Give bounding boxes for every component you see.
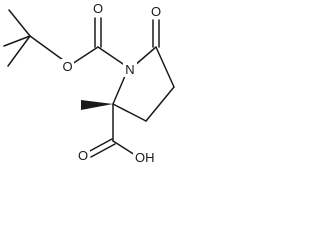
stereo-wedge-methyl <box>81 100 113 110</box>
chemical-structure-diagram: O O N O O OH <box>3 1 175 165</box>
atom-label-boc-ester-oxygen: O <box>62 59 72 74</box>
bond-tbu-methyl-left <box>3 35 31 47</box>
bond-ring-lactam-to-ch2 <box>155 46 175 88</box>
bond-carbonyl-to-nitrogen <box>97 46 127 67</box>
atom-label-ring-nitrogen: N <box>125 62 134 77</box>
bond-tbu-methyl-bottom <box>7 35 31 67</box>
bond-acid-carbonyl-double-1 <box>87 138 113 153</box>
atom-label-acid-carbonyl-oxygen: O <box>78 148 88 163</box>
bond-ester-oxygen-to-carbonyl <box>71 46 99 65</box>
bond-acid-carbonyl-double-2 <box>90 143 116 158</box>
bond-acid-carbon-to-hydroxyl <box>112 140 136 156</box>
atom-label-acid-hydroxyl: OH <box>135 150 155 165</box>
atom-label-lactam-oxygen: O <box>151 4 161 19</box>
bond-nitrogen-to-lactam-carbon <box>133 46 157 67</box>
atom-label-boc-carbonyl-oxygen: O <box>93 1 103 16</box>
bond-tbu-methyl-top <box>8 9 31 37</box>
bond-ring-ch2-to-ch2 <box>145 86 175 122</box>
bond-ring-ch2-to-quaternary <box>112 103 147 122</box>
bond-tbu-to-ester-oxygen <box>29 35 64 61</box>
bond-quaternary-to-nitrogen <box>112 75 126 105</box>
